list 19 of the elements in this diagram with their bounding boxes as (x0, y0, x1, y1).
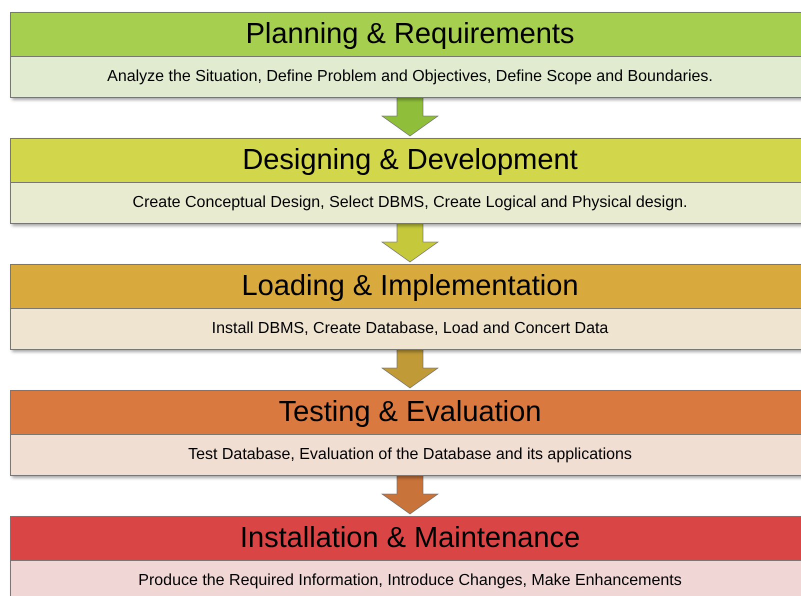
stage-box (10, 516, 801, 596)
stage-title: Loading & Implementation (11, 265, 801, 309)
stage-description: Analyze the Situation, Define Problem and Objectives, Define Scope and Boundaries. (11, 57, 801, 97)
stage-box (10, 138, 801, 224)
stage-description: Test Database, Evaluation of the Database and its applications (11, 435, 801, 475)
block-arrow (381, 474, 439, 514)
stage-title: Planning & Requirements (11, 13, 801, 57)
stage-box (10, 390, 801, 476)
block-arrow (381, 348, 439, 388)
stage-title: Testing & Evaluation (11, 391, 801, 435)
stage-description: Create Conceptual Design, Select DBMS, Create Logical and Physical design. (11, 183, 801, 223)
block-arrow (381, 96, 439, 136)
block-arrow (381, 222, 439, 262)
stage-description: Produce the Required Information, Introduce Changes, Make Enhancements (11, 561, 801, 596)
stage-description: Install DBMS, Create Database, Load and Concert Data (11, 309, 801, 349)
stage-box (10, 264, 801, 350)
stage-title: Designing & Development (11, 139, 801, 183)
stage-box (10, 12, 801, 98)
stage-title: Installation & Maintenance (11, 517, 801, 561)
